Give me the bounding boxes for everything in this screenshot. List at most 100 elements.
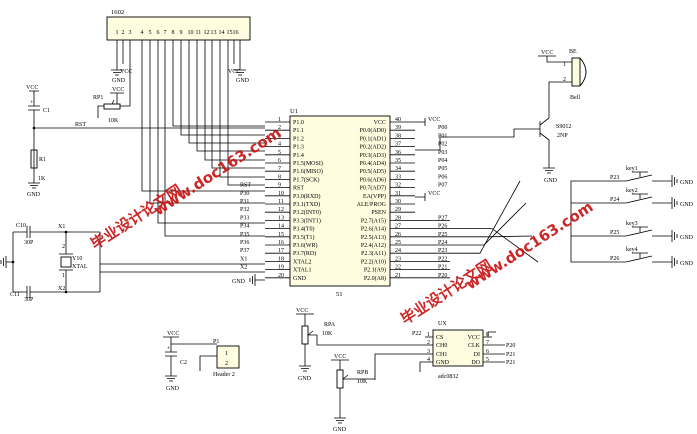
mcu-net-label: P21 xyxy=(438,265,447,271)
mcu-pin-number: 38 xyxy=(395,133,401,139)
mcu-pin-number: 23 xyxy=(395,256,401,262)
x2-net: X2 xyxy=(58,286,65,292)
mcu-pin-number: 34 xyxy=(395,166,401,172)
key-switch xyxy=(600,226,678,242)
mcu-pin-name: P2.6(A14) xyxy=(361,226,386,233)
mcu-pin-name: P2.4(A12) xyxy=(361,242,386,249)
rp1-ref: RP1 xyxy=(93,95,103,101)
c10-ref: C10 xyxy=(16,223,26,229)
lcd-vcc-right: VCC xyxy=(228,69,240,75)
adc-pin-number: 1 xyxy=(427,332,430,338)
key-gnd-label: GND xyxy=(680,235,694,241)
mcu-net-label: P04 xyxy=(438,158,447,164)
lcd-pin-number: 1 xyxy=(116,30,119,36)
mcu-net-label: P20 xyxy=(438,273,447,279)
mcu-pin-number: 15 xyxy=(278,232,284,238)
mcu-pin-number: 20 xyxy=(278,273,284,279)
lcd-pin-number: 7 xyxy=(164,30,167,36)
header-p1: VCC + C2 GND P1 1 2 Header 2 xyxy=(163,331,240,392)
mcu-net-label: VCC xyxy=(428,191,440,197)
mcu-pin-number: 3 xyxy=(278,133,281,139)
lcd-pin-number: 10 xyxy=(188,30,194,36)
mcu-pin-name: P0.5(AD5) xyxy=(360,168,387,175)
potentiometer-rp1: VCC RP1 10K xyxy=(93,40,131,124)
mcu-pin-number: 2 xyxy=(278,125,281,131)
rpb-vcc: VCC xyxy=(334,354,346,360)
mcu-pin-name: P2.5(A13) xyxy=(361,234,386,241)
lcd-pin-number: 4 xyxy=(141,30,144,36)
key-net-label: P24 xyxy=(610,197,619,203)
buzzer-pin1: 1 xyxy=(563,62,566,68)
buzzer-ref: BE xyxy=(569,49,577,55)
mcu-pin-number: 16 xyxy=(278,240,284,246)
adc-body xyxy=(432,329,484,367)
mcu-pin-name: P1.4 xyxy=(293,153,304,159)
adc-ref: UX xyxy=(438,321,447,327)
adc-pin-name: CLK xyxy=(468,343,481,349)
mcu-pin-number: 10 xyxy=(278,191,284,197)
mcu-net-label: P07 xyxy=(438,183,447,189)
adc-pin-number: 2 xyxy=(427,340,430,346)
key-label: key3 xyxy=(626,221,638,227)
mcu-pin-number: 6 xyxy=(278,158,281,164)
mcu-pin-name: RST xyxy=(293,186,304,192)
mcu-pin-name: P3.3(INT1) xyxy=(293,217,321,224)
mcu-pin-name: P2.2(A10) xyxy=(361,258,386,265)
mcu-net-label: P24 xyxy=(438,240,447,246)
mcu-pin-name: P3.2(INT0) xyxy=(293,209,321,216)
mcu-net-label: P22 xyxy=(438,256,447,262)
mcu-net-label: P32 xyxy=(240,207,249,213)
rpb-body xyxy=(336,369,344,389)
mcu-net-label: P31 xyxy=(240,199,249,205)
crystal-pin1: 1 xyxy=(62,273,65,279)
buzzer-body xyxy=(571,57,581,87)
mcu-pin-number: 8 xyxy=(278,174,281,180)
adc-pin-name: GND xyxy=(436,360,450,366)
adc-pin-number: 6 xyxy=(486,349,489,355)
mcu-net-label: P35 xyxy=(240,232,249,238)
mcu-51: U1 51 P1.01P1.12P1.23P1.34P1.45P1.5(MOSI… xyxy=(232,108,539,298)
adc-pin-name: DI xyxy=(474,352,480,358)
key-net-wire xyxy=(450,202,527,246)
mcu-net-label: P23 xyxy=(438,248,447,254)
rp1-value: 10K xyxy=(108,118,119,124)
mcu-pin-name: P0.3(AD3) xyxy=(360,152,387,159)
transistor-ref: S9012 xyxy=(556,124,571,130)
lcd-pin-number: 13 xyxy=(211,30,217,36)
mcu-pin-number: 1 xyxy=(278,117,281,123)
mcu-pin-number: 26 xyxy=(395,232,401,238)
mcu-pin-number: 40 xyxy=(395,117,401,123)
lcd-pin-number: 12 xyxy=(204,30,210,36)
adc-pin-number: 5 xyxy=(486,357,489,363)
mcu-net-label: P02 xyxy=(438,142,447,148)
buzzer-circuit: VCC BE 1 2 Bell S9012 2NP GND xyxy=(415,49,587,184)
crystal-circuit: C10 30P C11 30P X1 X2 Y10 XTAL 2 1 xyxy=(0,223,265,303)
mcu-pin-name: P3.1(TXD) xyxy=(293,201,320,208)
key-label: key1 xyxy=(626,166,638,172)
key-gnd-label: GND xyxy=(680,180,694,186)
junction xyxy=(64,290,68,294)
watermark-cn-1: 毕业设计论文网 xyxy=(87,181,185,253)
mcu-net-label: P37 xyxy=(240,248,249,254)
mcu-pin-number: 13 xyxy=(278,215,284,221)
mcu-pin-number: 37 xyxy=(395,142,401,148)
adc-pin-name: DO xyxy=(471,360,480,366)
potentiometer-rpa: VCC RPA 10K GND xyxy=(296,308,412,382)
reset-circuit: VCC C1 + RST R1 1K GND xyxy=(26,85,265,198)
mcu-pin-name: P3.5(T1) xyxy=(293,234,315,241)
rpa-ref: RPA xyxy=(324,322,336,328)
mcu-pin-name: P2.7(A15) xyxy=(361,217,386,224)
lcd-pin-number: 3 xyxy=(129,30,132,36)
transistor-type: 2NP xyxy=(557,133,568,139)
key-net-wire xyxy=(450,228,539,263)
junction xyxy=(64,230,68,234)
mcu-pin-name: PSEN xyxy=(371,210,386,216)
mcu-pin-number: 30 xyxy=(395,199,401,205)
buzzer-vcc: VCC xyxy=(541,50,553,56)
mcu-pin-number: 4 xyxy=(278,142,281,148)
